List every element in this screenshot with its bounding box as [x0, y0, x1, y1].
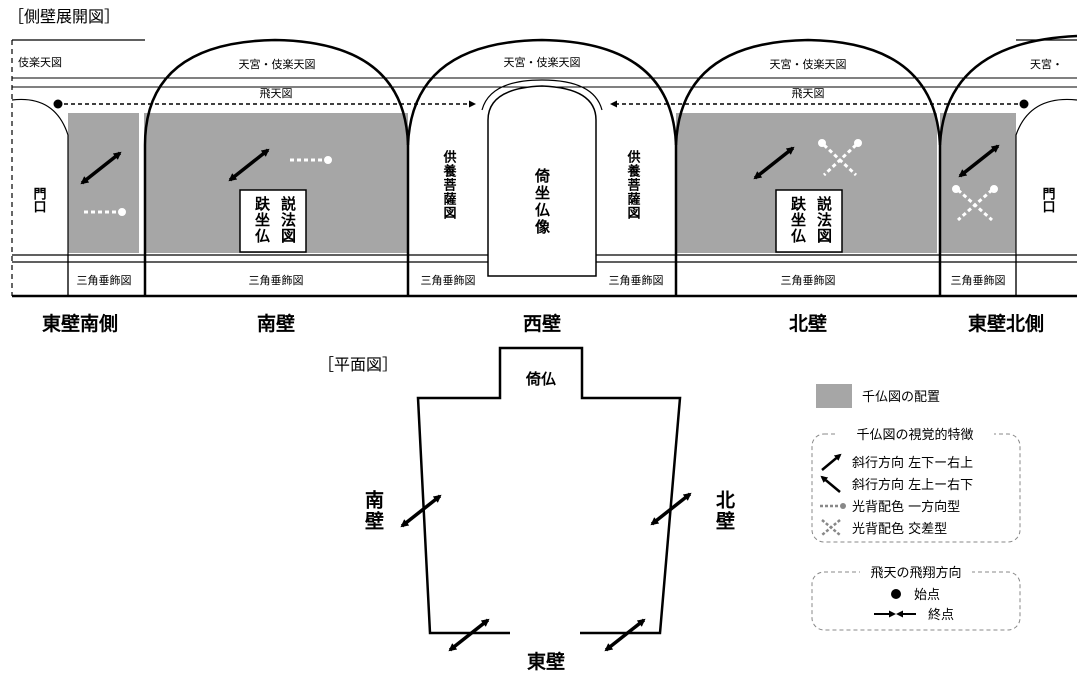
legend-halo1-label: 光背配色 一方向型 [852, 499, 960, 515]
legend-start-label: 始点 [914, 588, 940, 603]
band-label-2: 三角垂飾図 [249, 274, 304, 287]
legend-diag1-icon [821, 453, 842, 471]
legend-diag1-label: 斜行方向 左下ー右上 [852, 455, 973, 471]
wall-label-south: 南壁 [257, 312, 295, 335]
door-label-right: 門口 [1040, 187, 1056, 213]
wall-label-east-south: 東壁南側 [42, 312, 118, 335]
ceiling-label-west: 天宮・伎楽天図 [504, 55, 581, 69]
wall-label-west: 西壁 [523, 312, 561, 335]
hiten-label-north: 飛天図 [792, 87, 825, 100]
plan-outline [416, 346, 682, 635]
band-label-6: 三角垂飾図 [951, 274, 1006, 287]
legend-diag2-label: 斜行方向 左上ー右下 [852, 477, 973, 493]
plan-heading: ［平面図］ [318, 355, 398, 374]
legend: 千仏図の配置 千仏図の視覚的特徴 斜行方向 左下ー右上 斜行方向 左上ー右下 光… [811, 384, 1021, 631]
legend-flight-title: 飛天の飛翔方向 [870, 565, 961, 581]
legend-placement-label: 千仏図の配置 [862, 390, 940, 405]
legend-diag2-icon [820, 475, 841, 493]
legend-end-label: 終点 [928, 607, 954, 623]
hiten-flight-arrows [53, 99, 1029, 109]
seated-buddha-label-north: 趺坐仏 [789, 196, 807, 244]
wall-label-east-north: 東壁北側 [968, 312, 1044, 335]
halo-patterns [84, 139, 998, 222]
sermon-label-north: 説法図 [815, 195, 833, 244]
seated-buddha-label-south: 趺坐仏 [253, 196, 271, 244]
hiten-label-south: 飛天図 [260, 87, 293, 100]
plan-diagonal-arrows [400, 492, 692, 652]
legend-gray-swatch [816, 384, 852, 408]
ceiling-label-right: 天宮・ [1030, 57, 1063, 71]
plan-niche-label: 倚仏 [525, 370, 556, 388]
legend-start-icon [891, 589, 901, 599]
plan-east-label: 東壁 [527, 650, 565, 673]
legend-features-title: 千仏図の視覚的特徴 [856, 427, 973, 443]
band-label-3: 三角垂飾図 [421, 274, 476, 287]
band-label-1: 三角垂飾図 [77, 274, 132, 287]
thousand-buddha-panels [68, 113, 1016, 253]
legend-halo2-label: 光背配色 交差型 [852, 521, 947, 537]
wall-label-north: 北壁 [789, 312, 827, 335]
plan-north-label: 北壁 [713, 490, 735, 532]
ceiling-label-left: 伎楽天図 [18, 56, 62, 69]
elevation-heading: ［側壁展開図］ [8, 7, 120, 26]
band-label-5: 三角垂飾図 [781, 274, 836, 287]
bosatsu-label-right: 供養菩薩図 [625, 149, 642, 220]
elevation-structure [11, 34, 1077, 298]
ceiling-label-south: 天宮・伎楽天図 [239, 57, 316, 71]
ceiling-label-north: 天宮・伎楽天図 [770, 57, 847, 71]
bosatsu-label-left: 供養菩薩図 [441, 149, 458, 220]
band-label-4: 三角垂飾図 [609, 274, 664, 287]
plan-south-label: 南壁 [362, 490, 384, 532]
door-label-left: 門口 [31, 187, 47, 213]
diagonal-arrows [80, 144, 1000, 185]
sermon-label-south: 説法図 [279, 195, 297, 244]
buddha-statue-label: 倚坐仏像 [533, 167, 551, 236]
